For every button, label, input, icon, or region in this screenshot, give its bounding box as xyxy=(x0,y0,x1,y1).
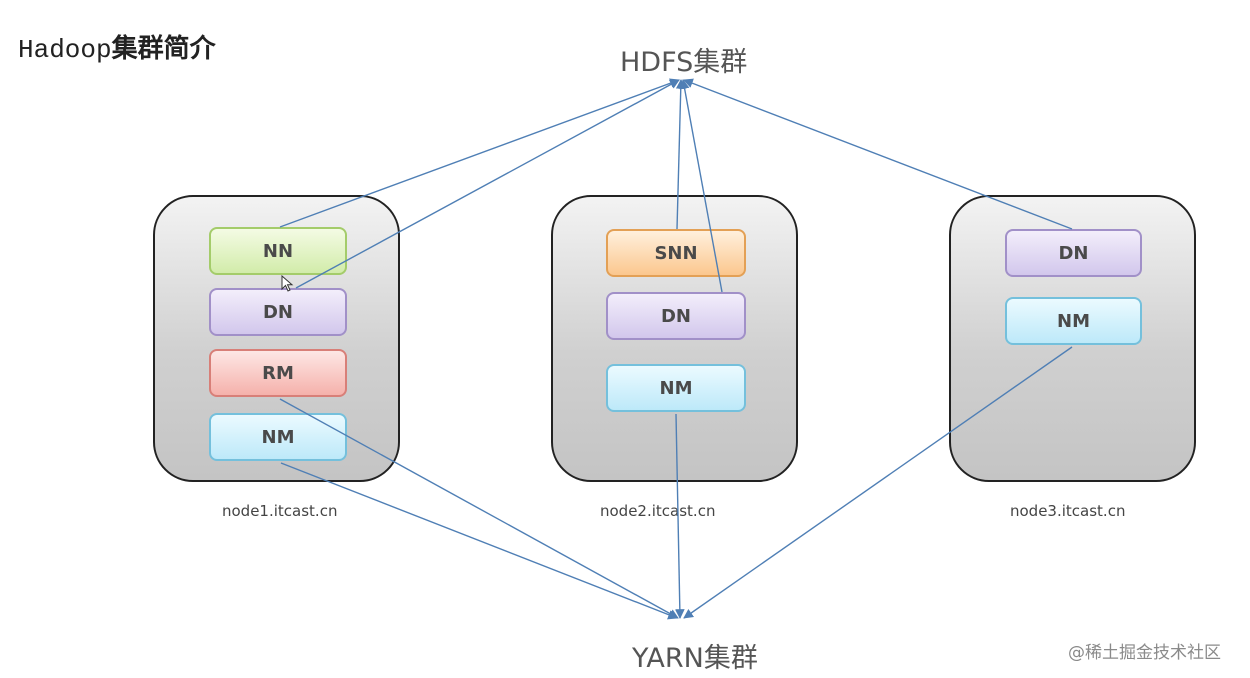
watermark: @稀土掘金技术社区 xyxy=(1068,643,1221,663)
node2-datanode: DN xyxy=(606,292,746,340)
arrow-node1-nm-to-yarn xyxy=(280,462,678,620)
node2-secondary-namenode: SNN xyxy=(606,229,746,277)
node3-hostname: node3.itcast.cn xyxy=(1010,502,1126,520)
node1-datanode: DN xyxy=(209,288,347,336)
node2-hostname: node2.itcast.cn xyxy=(600,502,716,520)
node3-datanode: DN xyxy=(1005,229,1142,277)
node1-nodemanager: NM xyxy=(209,413,347,461)
node2-nodemanager: NM xyxy=(606,364,746,412)
node1-resourcemanager: RM xyxy=(209,349,347,397)
hdfs-cluster-label: HDFS集群 xyxy=(620,47,748,78)
node3-nodemanager: NM xyxy=(1005,297,1142,345)
mouse-pointer-icon xyxy=(281,275,294,292)
page-title: Hadoop集群简介 xyxy=(18,28,216,65)
title-latin: Hadoop xyxy=(18,35,112,65)
node1-namenode: NN xyxy=(209,227,347,275)
title-cjk: 集群简介 xyxy=(111,34,216,64)
node1-hostname: node1.itcast.cn xyxy=(222,502,338,520)
yarn-cluster-label: YARN集群 xyxy=(632,643,758,674)
